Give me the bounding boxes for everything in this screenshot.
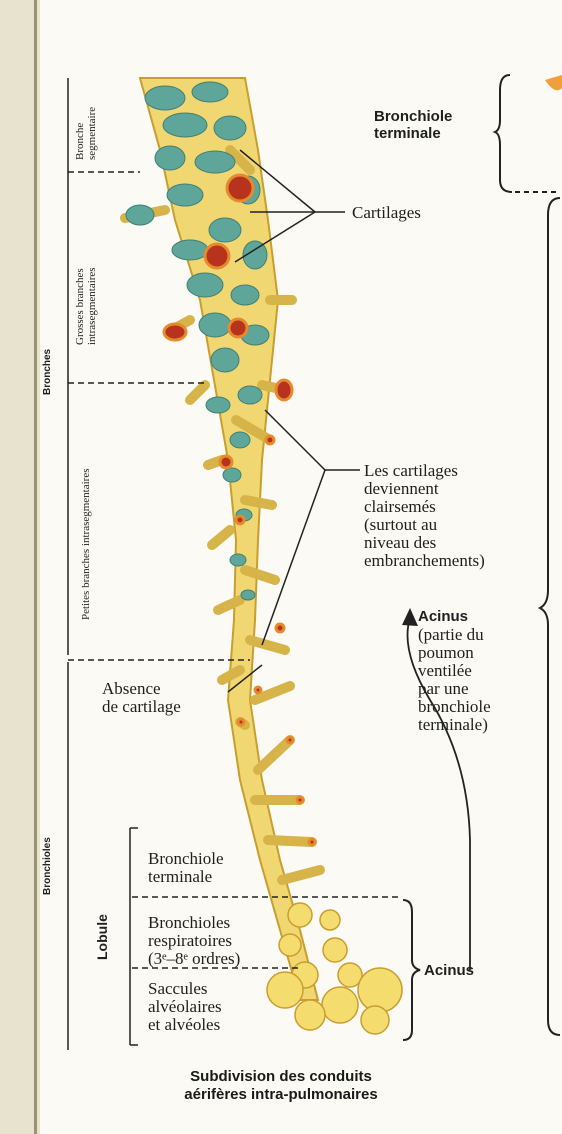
acinus-desc-line2: poumon xyxy=(418,644,491,662)
acinus-desc-line6: terminale) xyxy=(418,716,491,734)
acinus-desc-title: Acinus xyxy=(418,608,491,626)
bronchiole-terminale-low-line1: Bronchiole xyxy=(148,850,224,868)
lobule-vertical: Lobule xyxy=(96,914,108,960)
grosses-branches-line2: intrasegmentaires xyxy=(86,267,98,345)
caption-line2: aérifères intra-pulmonaires xyxy=(0,1086,562,1104)
bronches-vertical: Bronches xyxy=(42,349,54,395)
acinus-description: Acinus (partie du poumon ventilée par un… xyxy=(418,608,491,734)
binding-line xyxy=(34,0,37,1134)
caption-line1: Subdivision des conduits xyxy=(0,1068,562,1086)
clairsemes-line1: Les cartilages xyxy=(364,462,485,480)
top-right-fragment xyxy=(545,75,562,90)
bronche-segmentaire-line2: segmentaire xyxy=(86,107,98,160)
bronchiole-terminale-top-line2: terminale xyxy=(374,125,452,142)
clairsemes-line2: deviennent xyxy=(364,480,485,498)
absence-line1: Absence xyxy=(102,680,181,698)
bronchiole-terminale-low-label: Bronchiole terminale xyxy=(148,850,224,886)
saccules-label: Saccules alvéolaires et alvéoles xyxy=(148,980,222,1034)
acinus-arrowhead xyxy=(402,608,418,626)
acinus-bottom-label: Acinus xyxy=(424,962,474,979)
petites-branches-vertical: Petites branches intrasegmentaires xyxy=(80,468,92,620)
clairsemes-line5: niveau des xyxy=(364,534,485,552)
bronchiole-terminale-top-label: Bronchiole terminale xyxy=(374,108,452,142)
bronche-segmentaire-vertical: Bronche segmentaire xyxy=(74,107,98,160)
grosses-branches-vertical: Grosses branches intrasegmentaires xyxy=(74,267,98,345)
bronchiole-terminale-low-line2: terminale xyxy=(148,868,224,886)
respiratoires-line1: Bronchioles xyxy=(148,914,240,932)
respiratoires-line2: respiratoires xyxy=(148,932,240,950)
saccules-line2: alvéolaires xyxy=(148,998,222,1016)
clairsemes-line4: (surtout au xyxy=(364,516,485,534)
absence-cartilage-label: Absence de cartilage xyxy=(102,680,181,716)
clairsemes-line6: embranchements) xyxy=(364,552,485,570)
clairsemes-label: Les cartilages deviennent clairsemés (su… xyxy=(364,462,485,570)
bronchioles-vertical: Bronchioles xyxy=(42,837,54,895)
acinus-desc-line4: par une xyxy=(418,680,491,698)
cartilages-label: Cartilages xyxy=(352,204,421,222)
grosses-branches-line1: Grosses branches xyxy=(74,267,86,345)
clairsemes-line3: clairsemés xyxy=(364,498,485,516)
bronche-segmentaire-line1: Bronche xyxy=(74,107,86,160)
bronchiole-terminale-top-line1: Bronchiole xyxy=(374,108,452,125)
figure-caption: Subdivision des conduits aérifères intra… xyxy=(0,1068,562,1104)
acinus-desc-line3: ventilée xyxy=(418,662,491,680)
acinus-desc-line1: (partie du xyxy=(418,626,491,644)
saccules-line1: Saccules xyxy=(148,980,222,998)
saccules-line3: et alvéoles xyxy=(148,1016,222,1034)
absence-line2: de cartilage xyxy=(102,698,181,716)
bronchioles-respiratoires-label: Bronchioles respiratoires (3ᵉ–8ᵉ ordres) xyxy=(148,914,240,968)
acinus-desc-line5: bronchiole xyxy=(418,698,491,716)
respiratoires-line3: (3ᵉ–8ᵉ ordres) xyxy=(148,950,240,968)
